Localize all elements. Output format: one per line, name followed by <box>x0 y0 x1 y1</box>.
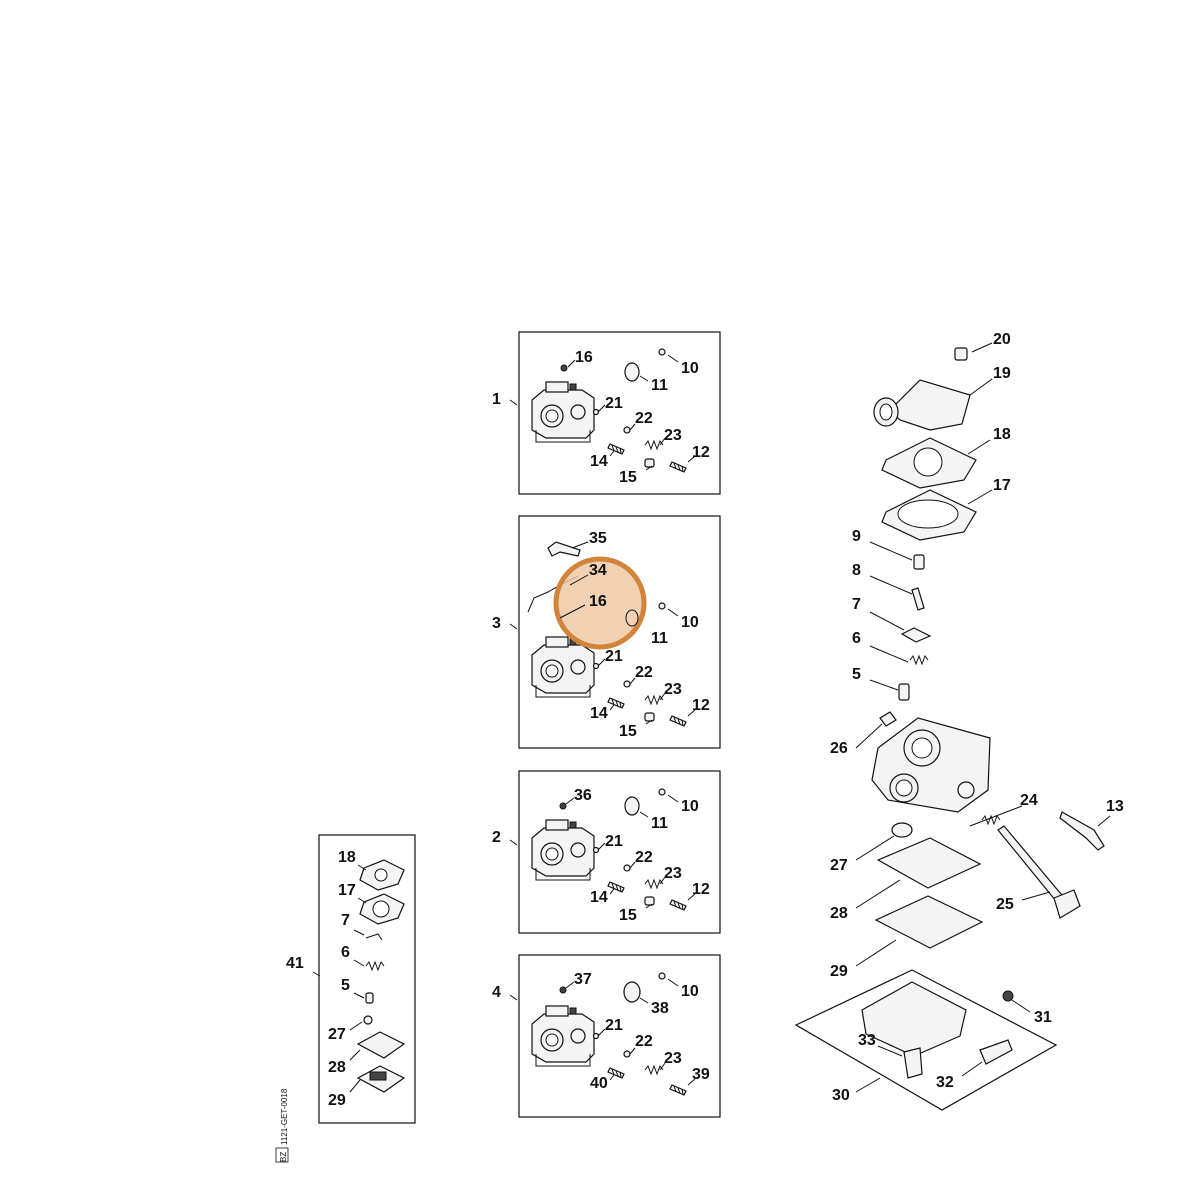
callout-12: 12 <box>692 697 710 714</box>
callout-22: 22 <box>635 849 653 866</box>
callout-11: 11 <box>651 815 668 832</box>
callout-21: 21 <box>605 648 623 665</box>
callout-28: 28 <box>328 1059 346 1076</box>
callout-8: 8 <box>852 562 861 579</box>
callout-22: 22 <box>635 1033 653 1050</box>
callout-29: 29 <box>830 963 848 980</box>
callout-4: 4 <box>492 984 501 1001</box>
callout-15: 15 <box>619 469 637 486</box>
callout-6: 6 <box>341 944 350 961</box>
callout-16: 16 <box>575 349 593 366</box>
callout-10: 10 <box>681 360 699 377</box>
exploded-view: 20 19 18 17 9 8 7 6 5 26 24 13 27 28 25 … <box>794 331 1124 1111</box>
callout-7: 7 <box>852 596 861 613</box>
callout-3: 3 <box>492 615 501 632</box>
highlight-labels: 34 16 <box>559 562 639 627</box>
callout-23: 23 <box>664 427 682 444</box>
callout-29: 29 <box>328 1092 346 1109</box>
callout-15: 15 <box>619 907 637 924</box>
callout-38: 38 <box>651 1000 669 1017</box>
callout-36: 36 <box>574 787 592 804</box>
callout-19: 19 <box>993 365 1011 382</box>
callout-5: 5 <box>341 977 350 994</box>
callout-22: 22 <box>635 410 653 427</box>
callout-25: 25 <box>996 896 1014 913</box>
callout-33: 33 <box>858 1032 876 1049</box>
callout-18: 18 <box>338 849 356 866</box>
callout-23: 23 <box>664 681 682 698</box>
callout-21: 21 <box>605 395 623 412</box>
document-code: 1121-GET-0018 BZ <box>275 1088 289 1163</box>
kit-box-41: 41 18 17 7 6 5 27 28 29 <box>286 834 416 1124</box>
callout-21: 21 <box>605 1017 623 1034</box>
callout-27: 27 <box>830 857 848 874</box>
callout-27: 27 <box>328 1026 346 1043</box>
kit-box-4: 4 37 10 38 21 22 23 40 39 <box>492 954 721 1118</box>
callout-11: 11 <box>651 377 668 394</box>
callout-12: 12 <box>692 444 710 461</box>
callout-31: 31 <box>1034 1009 1052 1026</box>
kit-box-2: 2 36 10 11 21 22 23 12 14 15 <box>492 770 721 934</box>
callout-5: 5 <box>852 666 861 683</box>
callout-24: 24 <box>1020 792 1038 809</box>
callout-17: 17 <box>338 882 356 899</box>
callout-37: 37 <box>574 971 592 988</box>
callout-10: 10 <box>681 983 699 1000</box>
callout-14: 14 <box>590 453 608 470</box>
callout-23: 23 <box>664 865 682 882</box>
callout-9: 9 <box>852 528 861 545</box>
doc-tag-text: BZ <box>279 1152 288 1162</box>
callout-34-highlight: 34 <box>589 562 607 579</box>
callout-2: 2 <box>492 829 501 846</box>
callout-10: 10 <box>681 798 699 815</box>
callout-17: 17 <box>993 477 1011 494</box>
callout-1: 1 <box>492 391 501 408</box>
callout-10: 10 <box>681 614 699 631</box>
callout-22: 22 <box>635 664 653 681</box>
callout-13: 13 <box>1106 798 1124 815</box>
callout-40: 40 <box>590 1075 608 1092</box>
callout-21: 21 <box>605 833 623 850</box>
doc-code-text: 1121-GET-0018 <box>280 1088 289 1145</box>
callout-14: 14 <box>590 705 608 722</box>
callout-26: 26 <box>830 740 848 757</box>
callout-23: 23 <box>664 1050 682 1067</box>
callout-7: 7 <box>341 912 350 929</box>
callout-6: 6 <box>852 630 861 647</box>
callout-35: 35 <box>589 530 607 547</box>
callout-11: 11 <box>651 630 668 647</box>
callout-39: 39 <box>692 1066 710 1083</box>
callout-28: 28 <box>830 905 848 922</box>
callout-41: 41 <box>286 955 304 972</box>
kit-box-1: 1 16 10 11 21 22 23 12 14 15 <box>492 331 721 495</box>
callout-32: 32 <box>936 1074 954 1091</box>
callout-30: 30 <box>832 1087 850 1104</box>
callout-14: 14 <box>590 889 608 906</box>
callout-12: 12 <box>692 881 710 898</box>
callout-16-highlight: 16 <box>589 593 607 610</box>
callout-20: 20 <box>993 331 1011 348</box>
callout-18: 18 <box>993 426 1011 443</box>
callout-15: 15 <box>619 723 637 740</box>
